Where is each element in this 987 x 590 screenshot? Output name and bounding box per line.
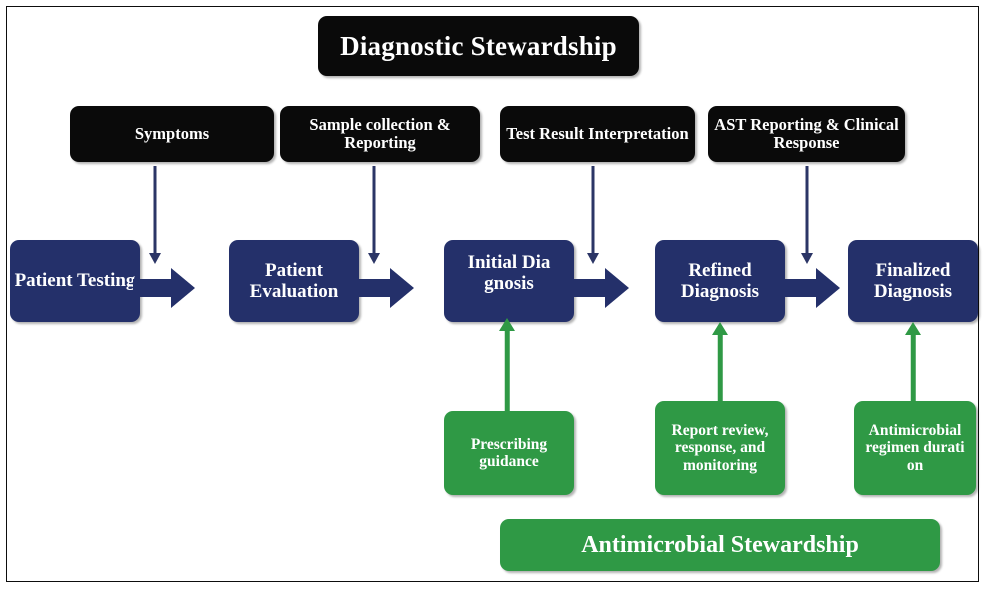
diagnostic-input-ast-reporting-clinical-response: AST Reporting & Clinical Response <box>708 106 905 162</box>
pathway-stage-refined-diagnosis: Refined Diagnosis <box>655 240 785 322</box>
flow-arrow-refined-diagnosis-to-finalized-diagnosis <box>778 268 840 308</box>
title-banner-label: Diagnostic Stewardship <box>340 30 617 61</box>
bottom-banner-label: Antimicrobial Stewardship <box>581 531 859 558</box>
diagnostic-input-label: Sample collection & Reporting <box>309 114 451 152</box>
pathway-stage-label: Patient Evaluation <box>249 259 339 302</box>
stewardship-action-label: Prescribing guidance <box>470 435 548 470</box>
stewardship-action-antimicrobial-regimen-duration: Antimicrobial regimen duration <box>854 401 976 495</box>
diagnostic-input-label: AST Reporting & Clinical Response <box>714 114 899 152</box>
bottom-banner-antimicrobial-stewardship: Antimicrobial Stewardship <box>500 519 940 571</box>
stewardship-action-label: Report review, response, and monitoring <box>671 421 769 474</box>
pathway-stage-initial-diagnosis: Initial Diagnosis <box>444 240 574 322</box>
pathway-stage-finalized-diagnosis: Finalized Diagnosis <box>848 240 978 322</box>
flow-arrow-test-result-to-initial-diagnosis <box>583 166 603 264</box>
title-banner-diagnostic-stewardship: Diagnostic Stewardship <box>318 16 639 76</box>
flow-arrow-antimicrobial-regimen-to-finalized-diagnosis <box>903 322 923 404</box>
pathway-stage-label: Refined Diagnosis <box>680 259 760 302</box>
flow-arrow-ast-reporting-to-refined-diagnosis <box>797 166 817 264</box>
flow-arrow-sample-collection-to-patient-evaluation <box>364 166 384 264</box>
stewardship-action-prescribing-guidance: Prescribing guidance <box>444 411 574 495</box>
flow-arrow-prescribing-guidance-to-initial-diagnosis <box>497 318 517 414</box>
diagnostic-input-label: Symptoms <box>134 123 210 143</box>
pathway-stage-patient-evaluation: Patient Evaluation <box>229 240 359 322</box>
diagnostic-input-sample-collection-reporting: Sample collection & Reporting <box>280 106 480 162</box>
pathway-stage-label: Patient Testing <box>14 270 136 292</box>
stewardship-action-label: Antimicrobial regimen duration <box>865 421 965 474</box>
pathway-stage-label: Initial Diagnosis <box>467 252 551 295</box>
diagnostic-input-label: Test Result Interpretation <box>506 123 689 143</box>
stewardship-action-report-review: Report review, response, and monitoring <box>655 401 785 495</box>
pathway-stage-patient-testing: Patient Testing <box>10 240 140 322</box>
flow-arrow-patient-evaluation-to-initial-diagnosis <box>352 268 414 308</box>
flow-arrow-symptoms-to-patient-testing <box>145 166 165 264</box>
flow-arrow-report-review-to-refined-diagnosis <box>710 322 730 404</box>
pathway-stage-label: Finalized Diagnosis <box>873 259 953 302</box>
diagnostic-input-test-result-interpretation: Test Result Interpretation <box>500 106 695 162</box>
flow-arrow-initial-diagnosis-to-refined-diagnosis <box>567 268 629 308</box>
diagnostic-input-symptoms: Symptoms <box>70 106 274 162</box>
flow-arrow-patient-testing-to-patient-evaluation <box>133 268 195 308</box>
